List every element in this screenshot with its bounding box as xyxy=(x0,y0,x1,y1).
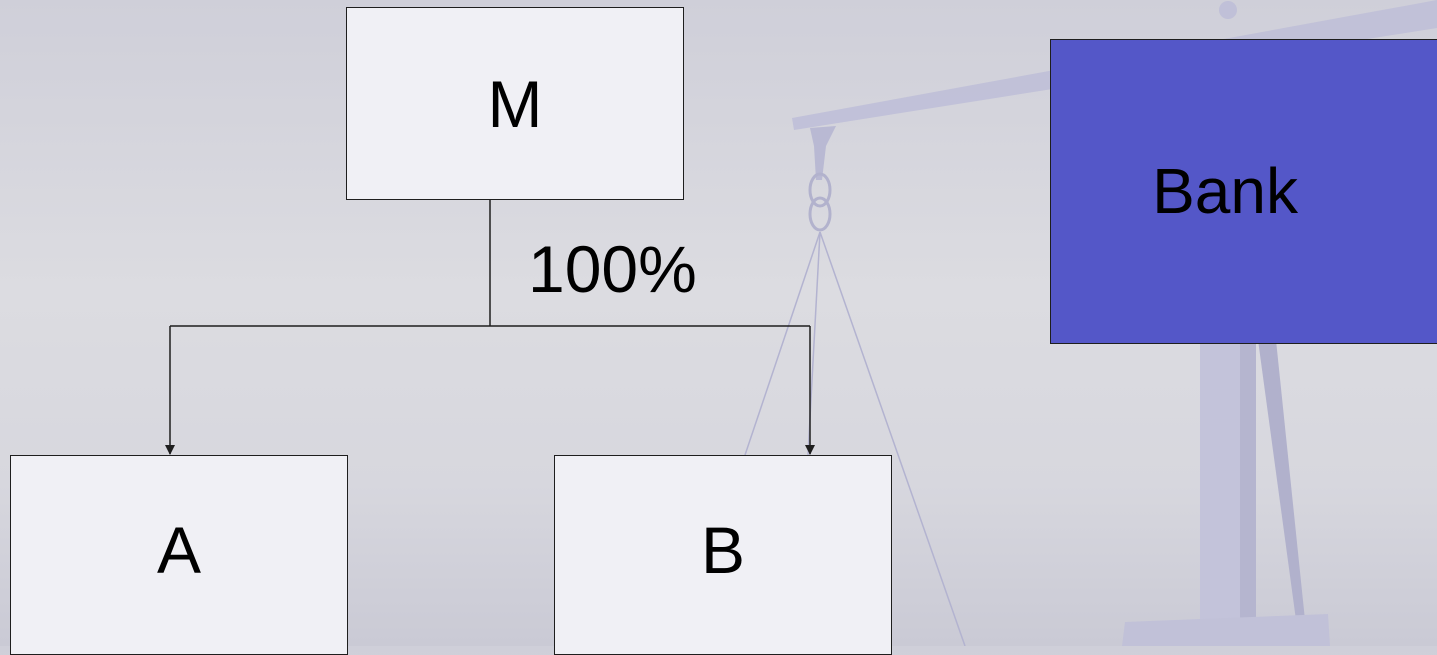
entity-box-b: B xyxy=(554,455,892,655)
entity-label-a: A xyxy=(156,513,202,587)
entity-label-m: M xyxy=(487,66,543,141)
entity-box-m: M xyxy=(346,7,684,200)
entity-label-b: B xyxy=(700,513,746,587)
bank-label: Bank xyxy=(1152,154,1298,227)
bank-box: Bank xyxy=(1050,39,1437,344)
entity-box-a: A xyxy=(10,455,348,655)
ownership-percentage: 100% xyxy=(528,232,697,306)
